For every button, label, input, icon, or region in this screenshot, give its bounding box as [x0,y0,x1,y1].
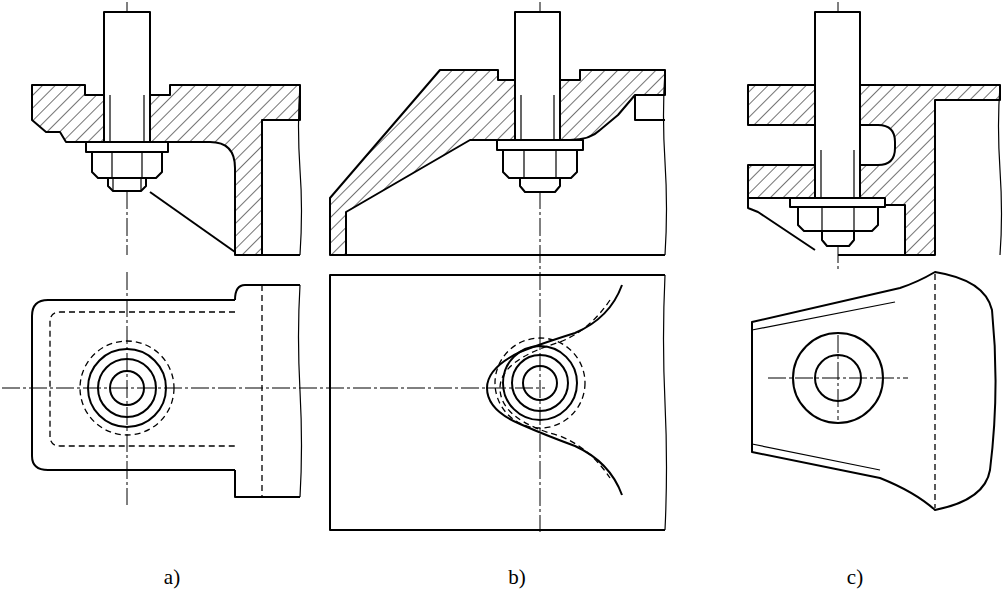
figure-c [748,2,1002,510]
figure-label: a) [162,566,182,589]
figure-label: b) [506,566,528,589]
figure-b [330,2,667,532]
figure-label: c) [845,566,865,589]
figure-a [2,2,545,505]
